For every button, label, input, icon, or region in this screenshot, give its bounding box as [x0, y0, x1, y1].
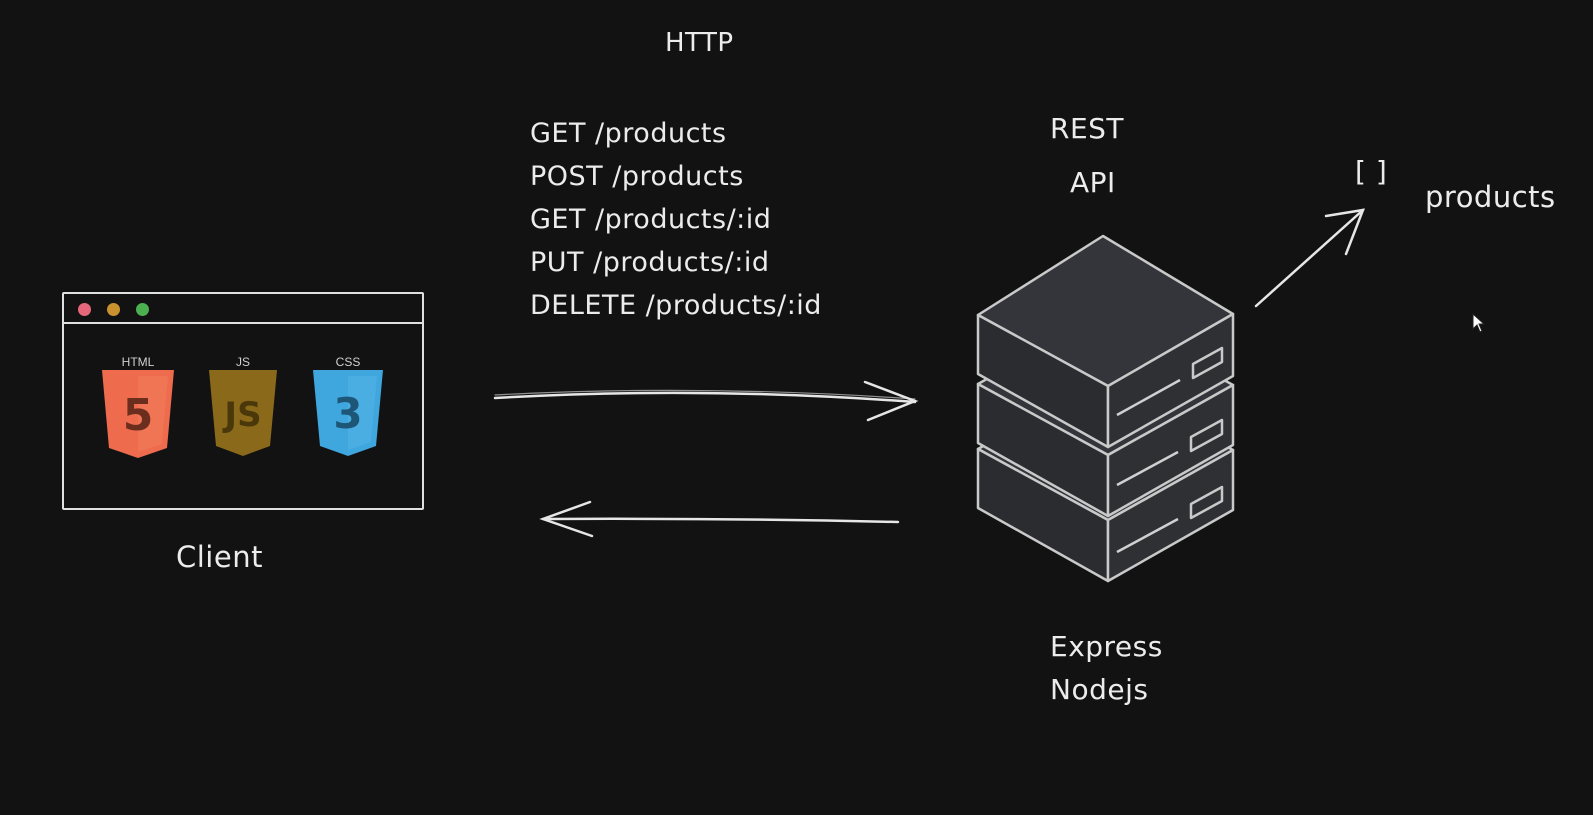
- window-close-dot: [78, 303, 91, 316]
- nodejs-label: Nodejs: [1050, 673, 1149, 706]
- endpoint-list: GET /products POST /products GET /produc…: [530, 112, 822, 327]
- request-arrow: [493, 380, 919, 422]
- html5-badge: HTML 5: [98, 354, 178, 458]
- endpoint-put-product-by-id: PUT /products/:id: [530, 247, 770, 278]
- window-maximize-dot: [136, 303, 149, 316]
- js-glyph: JS: [222, 395, 261, 435]
- response-arrow: [539, 500, 900, 538]
- css3-badge: CSS 3: [308, 354, 388, 456]
- server-unit-top: [976, 234, 1235, 449]
- css3-glyph: 3: [333, 389, 362, 438]
- css3-shield-icon: 3: [313, 370, 383, 456]
- server-stack-icon: [976, 234, 1235, 583]
- js-caption: JS: [235, 355, 250, 369]
- express-label: Express: [1050, 630, 1163, 663]
- html-caption: HTML: [121, 355, 155, 369]
- api-label: API: [1070, 166, 1116, 199]
- products-arrow: [1254, 208, 1365, 308]
- client-browser-window: HTML 5 JS JS CSS 3: [62, 292, 424, 510]
- endpoint-delete-product-by-id: DELETE /products/:id: [530, 290, 822, 321]
- js-shield-icon: JS: [209, 370, 277, 456]
- css-caption: CSS: [335, 355, 361, 369]
- client-label: Client: [176, 540, 263, 574]
- endpoint-post-products: POST /products: [530, 161, 744, 192]
- js-badge: JS JS: [203, 354, 283, 456]
- browser-titlebar-divider: [64, 322, 422, 324]
- http-title: HTTP: [665, 28, 734, 58]
- endpoint-get-product-by-id: GET /products/:id: [530, 204, 772, 235]
- endpoint-get-products: GET /products: [530, 118, 727, 149]
- products-label: products: [1425, 180, 1556, 214]
- empty-array-brackets: [ ]: [1355, 155, 1388, 188]
- html5-shield-icon: 5: [102, 370, 174, 458]
- html5-glyph: 5: [123, 390, 154, 441]
- rest-label: REST: [1050, 112, 1125, 145]
- window-minimize-dot: [107, 303, 120, 316]
- mouse-pointer-icon: [1472, 313, 1486, 333]
